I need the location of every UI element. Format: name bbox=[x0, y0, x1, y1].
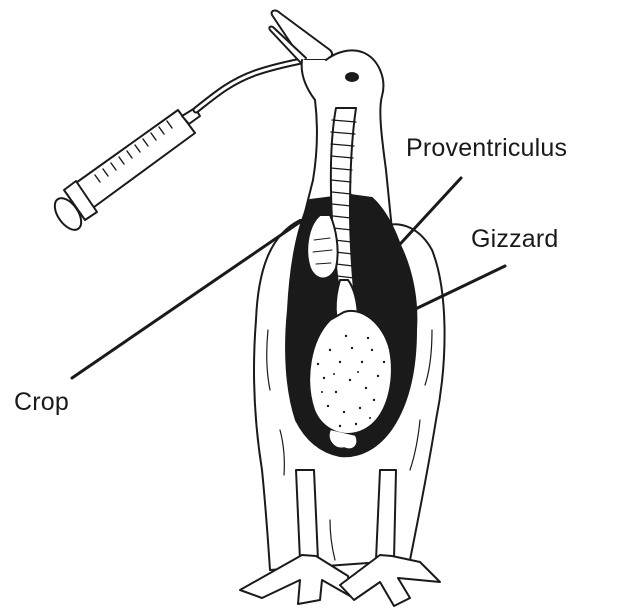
syringe bbox=[49, 60, 306, 234]
crop-organ bbox=[307, 215, 337, 279]
label-gizzard: Gizzard bbox=[471, 225, 559, 254]
label-crop: Crop bbox=[14, 388, 69, 417]
label-proventriculus: Proventriculus bbox=[406, 134, 567, 163]
gizzard-organ bbox=[309, 311, 392, 434]
